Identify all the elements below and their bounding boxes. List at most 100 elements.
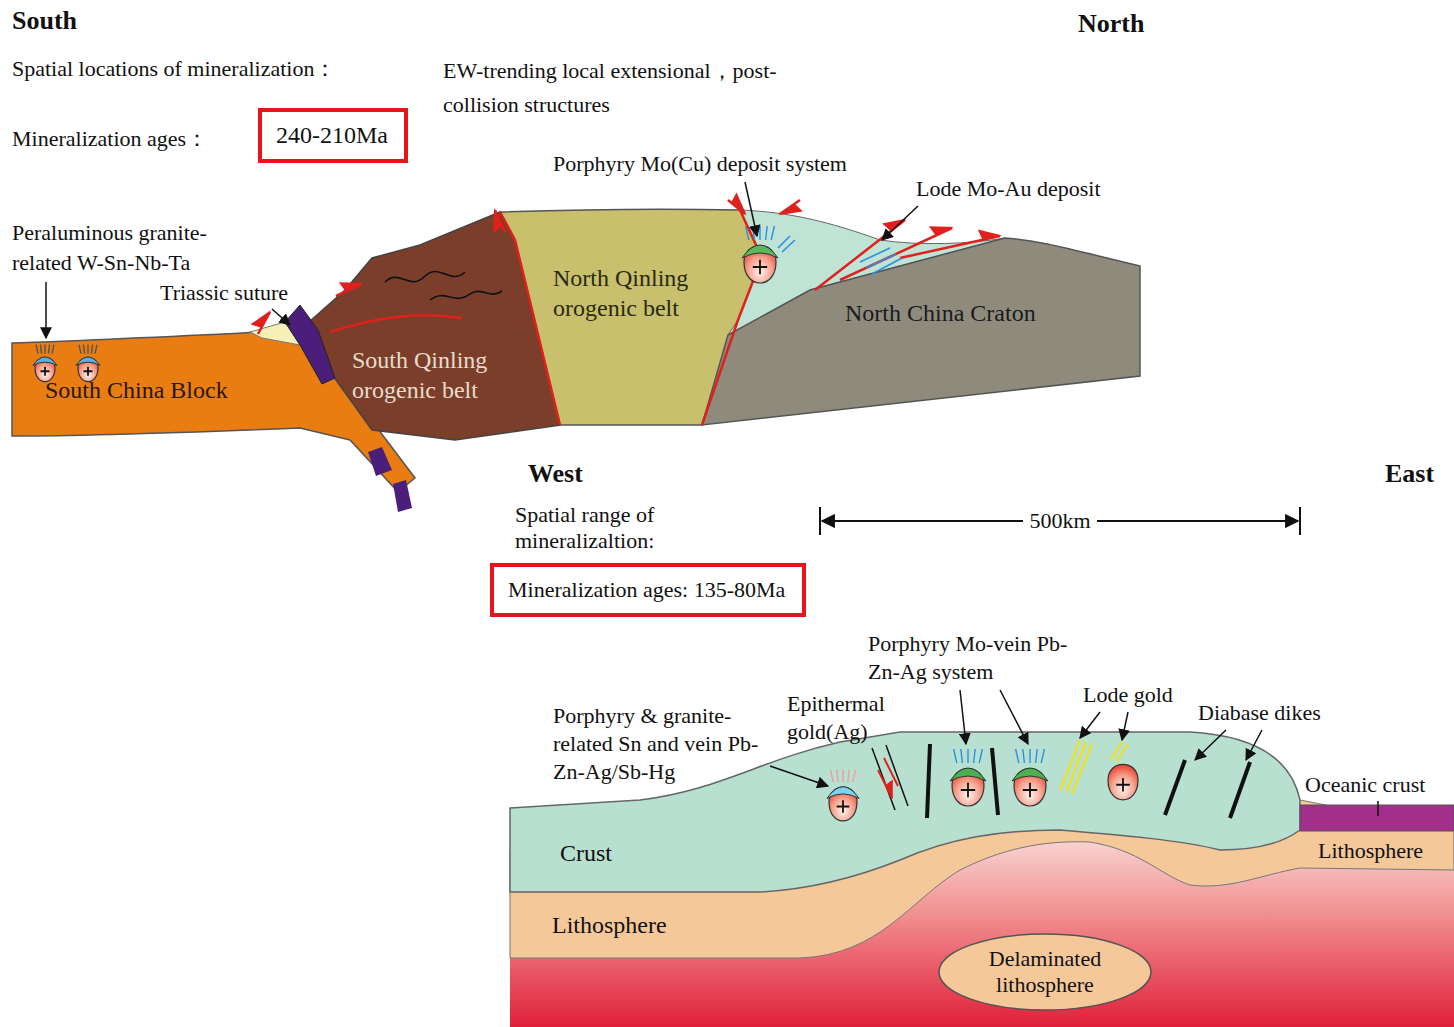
vein-stroke [753,226,755,240]
fault-arrow [780,200,800,214]
fault-arrow [258,312,270,334]
plus-mark [41,367,50,376]
leader-line [745,182,757,236]
fault [330,315,462,332]
vein [872,258,902,274]
lode-gold-vein [1116,744,1128,762]
vein-stroke [954,749,957,763]
node-text: North China Craton [845,300,1036,327]
fault [500,212,560,425]
vein-stroke [44,345,45,354]
vein-stroke [766,226,768,240]
vein-stroke [41,345,42,354]
text-label: Oceanic crust [1305,772,1425,798]
diabase-dike [1165,760,1185,815]
vein-stroke [1023,749,1025,763]
text-label: Spatial range of mineralizaltion: [515,502,705,554]
vein-stroke [36,345,38,354]
g-part [778,236,902,274]
plus-mark [961,783,975,797]
leader-line [770,766,828,786]
lode-gold-vein [1072,744,1092,794]
vein-stroke [52,345,54,354]
vein-stroke [974,749,976,763]
text-label: Porphyry Mo-vein Pb-Zn-Ag system [868,630,1073,686]
epithermal-vein [878,770,892,798]
region-label: North Qinling orogenic belt [553,263,733,323]
node-text: Lithosphere [1318,838,1423,864]
text-label: Porphyry Mo(Cu) deposit system [553,151,847,177]
highlight-box: Mineralization ages: 135-80Ma [490,563,806,617]
fracture [886,745,908,806]
vein-stroke [771,226,774,240]
fracture [872,748,895,810]
pluton-cap [827,787,859,799]
vein-stroke [842,770,843,783]
pluton-body [1108,764,1138,800]
vein [782,240,795,252]
ellipse-shape [939,934,1151,1010]
vein [866,254,896,268]
highlight-box: 240-210Ma [258,108,408,163]
vein-stroke [79,345,81,354]
fold [430,291,502,300]
pluton-cap [950,768,986,781]
text-label: Spatial locations of mineralization： [12,56,336,82]
thrust-fault [840,228,952,280]
epithermal-vein [884,758,898,786]
leader-line [1122,712,1128,740]
node-text: North Qinling orogenic belt [553,263,733,323]
g-part [927,744,1250,818]
fault-arrow [336,284,362,296]
fault-arrow [495,210,505,232]
granite-pluton [76,345,100,382]
pluton-cap [33,357,57,365]
granite-pluton [1108,764,1138,800]
vein-stroke [1041,749,1044,763]
granite-pluton [742,226,778,283]
vein-stroke [1029,749,1030,763]
ophiolite-fragment [368,447,392,476]
granite-pluton [1012,749,1048,806]
pluton-cap [742,245,778,258]
plus-mark [1023,783,1037,797]
vein-stroke [759,226,760,240]
text-label: EW-trending local extensional，post-colli… [443,54,843,122]
fault-arrow [728,200,745,214]
vein [860,248,890,262]
text-label: 500km [1023,508,1096,534]
leader-line [960,690,966,744]
vein-stroke [95,345,97,354]
region-label: South China Block [45,377,228,404]
pluton-cap [76,357,100,365]
region-label: Crust [560,840,612,867]
text-label: Epithermal gold(Ag) [787,690,917,746]
diabase-dike [1230,762,1250,818]
ophiolite-fragment [393,480,412,512]
region-label: South Qinling orogenic belt [352,345,532,405]
north-china-craton [702,238,1140,425]
vein-stroke [837,770,838,783]
text-label: Lode Mo-Au deposit [916,176,1101,202]
leader-line [1195,730,1226,760]
text-label: Triassic suture [160,280,288,306]
region-label: Lithosphere [1318,838,1423,864]
scale-tick [820,507,1300,535]
vein-stroke [1036,749,1038,763]
vein-stroke [830,770,833,783]
text-label: North [1078,8,1144,39]
plus-mark [84,367,93,376]
plus-mark [1116,778,1130,792]
region-label: Lithosphere [552,912,667,939]
ellipse-body: Delaminated lithosphere [937,932,1153,1012]
node-text: South Qinling orogenic belt [352,345,532,405]
leader-line [1377,801,1379,816]
region-label: North China Craton [845,300,1036,327]
leader-line [882,206,918,240]
diabase-dike [992,748,998,815]
leader-line [272,309,290,325]
leader-line [45,282,47,338]
text-label: Lode gold [1083,682,1173,708]
vein-stroke [84,345,85,354]
